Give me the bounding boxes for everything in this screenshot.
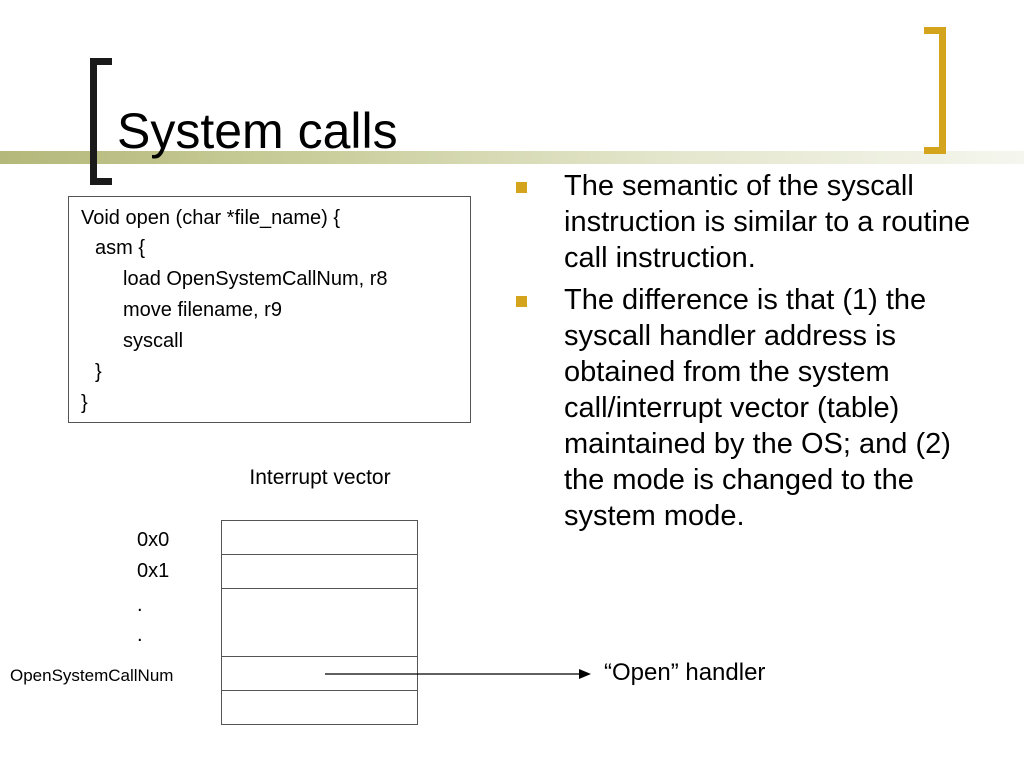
bullet-item: The semantic of the syscall instruction … [516, 168, 996, 276]
code-line: Void open (char *file_name) { [81, 207, 341, 229]
pointer-label: OpenSystemCallNum [10, 666, 174, 685]
vector-index-label: 0x1 [137, 560, 170, 582]
code-line: syscall [123, 330, 184, 352]
square-bullet-icon [516, 296, 527, 307]
code-line: } [81, 392, 88, 414]
code-line: load OpenSystemCallNum, r8 [123, 268, 388, 290]
vector-title: Interrupt vector [249, 466, 391, 489]
bullet-list: The semantic of the syscall instruction … [516, 168, 996, 540]
code-line: move filename, r9 [123, 299, 282, 321]
vector-index-label: 0x0 [137, 529, 170, 551]
vector-entry [222, 521, 417, 555]
title-band [0, 151, 1024, 164]
vector-entry [222, 657, 417, 691]
right-bracket-decoration [924, 27, 946, 154]
interrupt-vector-table [221, 520, 418, 725]
slide-title: System calls [117, 103, 398, 159]
handler-label: “Open” handler [604, 659, 766, 686]
code-line: asm { [95, 237, 146, 259]
bullet-text: The difference is that (1) the syscall h… [564, 284, 951, 532]
vector-entry [222, 555, 417, 589]
vector-entry [222, 589, 417, 657]
bullet-text: The semantic of the syscall instruction … [564, 170, 971, 274]
vector-index-label: . [137, 594, 143, 616]
left-bracket-decoration [90, 58, 112, 185]
code-box: Void open (char *file_name) { asm { load… [68, 196, 471, 423]
code-line: } [95, 361, 102, 383]
bullet-item: The difference is that (1) the syscall h… [516, 282, 996, 534]
vector-index-label: . [137, 624, 143, 646]
square-bullet-icon [516, 182, 527, 193]
arrow-head-icon [579, 669, 591, 679]
